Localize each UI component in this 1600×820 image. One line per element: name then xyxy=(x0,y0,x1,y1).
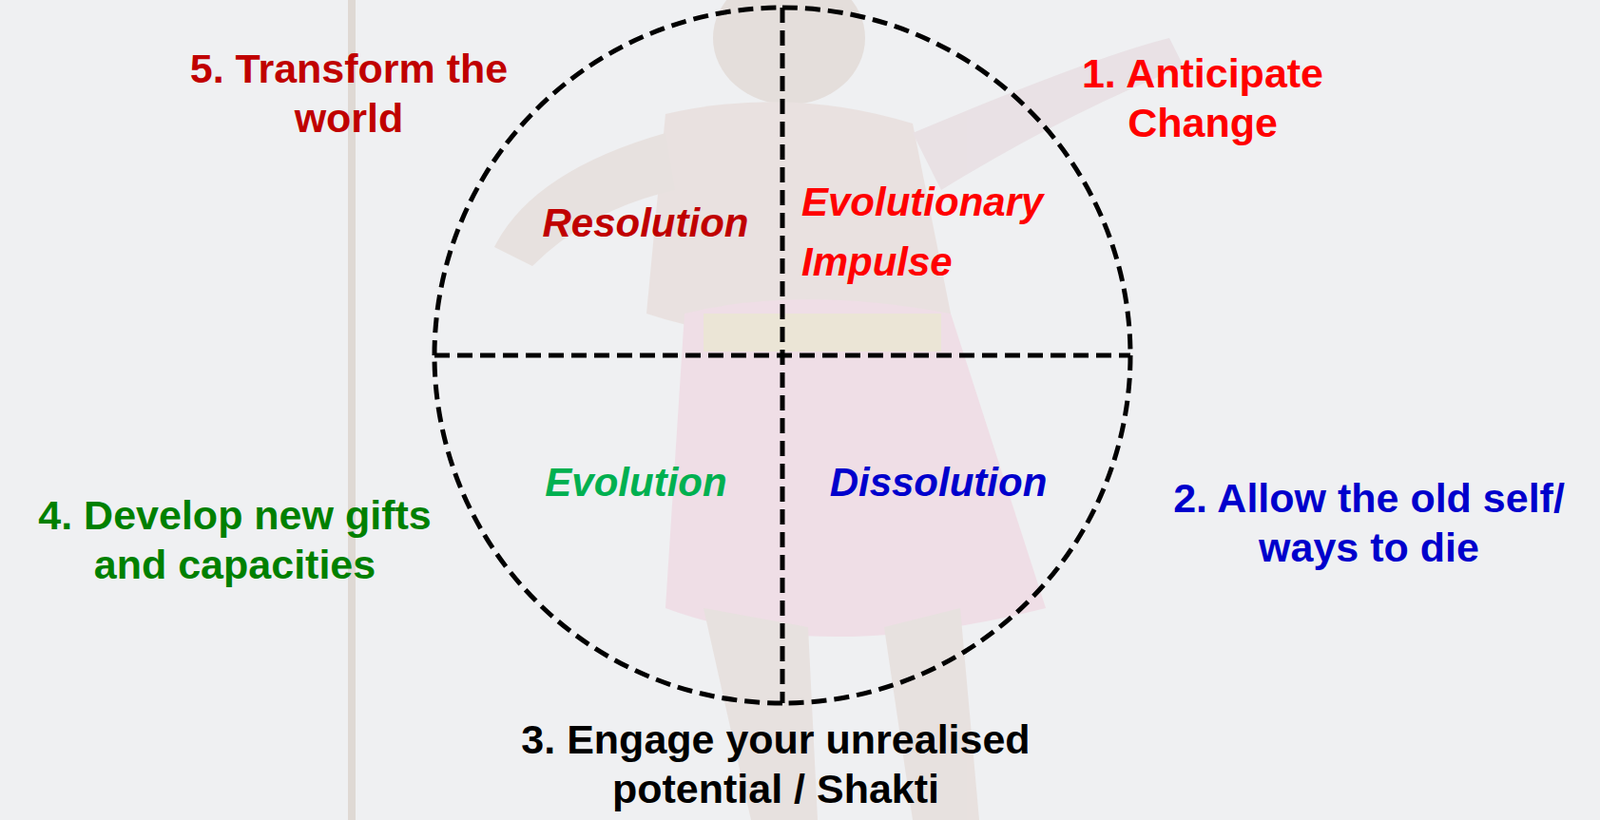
quadrant-label: Evolution xyxy=(526,452,746,513)
sector-outline xyxy=(434,355,783,704)
step-label-box: 5. Transform the world xyxy=(168,44,530,143)
step-label: 1. Anticipate Change xyxy=(1064,49,1341,148)
step-label: 2. Allow the old self/ ways to die xyxy=(1152,474,1586,573)
quadrant-label: Resolution xyxy=(521,192,770,253)
dashed-arc xyxy=(782,7,1131,356)
figure-watermark xyxy=(347,0,1184,820)
sector-label-box: Resolution xyxy=(521,192,770,253)
quadrant-label: Evolutionary Impulse xyxy=(801,172,1078,292)
step-label: 3. Engage your unrealised potential / Sh… xyxy=(495,715,1057,814)
sector-outline xyxy=(782,355,1131,704)
quadrant-label: Dissolution xyxy=(814,452,1062,513)
sector-label-box: Evolutionary Impulse xyxy=(801,172,1078,292)
dashed-arc xyxy=(434,355,783,704)
dashed-arc xyxy=(782,355,1131,704)
sector-label-box: Dissolution xyxy=(814,452,1062,513)
step-label-box: 4. Develop new gifts and capacities xyxy=(25,491,444,590)
quadrant-sector: Evolution xyxy=(434,355,783,704)
step-label-box: 3. Engage your unrealised potential / Sh… xyxy=(495,715,1057,814)
quadrant-sector: Evolutionary Impulse xyxy=(782,7,1131,356)
divider-line xyxy=(434,353,1131,359)
step-label-box: 1. Anticipate Change xyxy=(1064,49,1341,148)
step-label: 5. Transform the world xyxy=(168,44,530,143)
step-label-box: 2. Allow the old self/ ways to die xyxy=(1152,474,1586,573)
step-label: 4. Develop new gifts and capacities xyxy=(25,491,444,590)
sector-label-box: Evolution xyxy=(526,452,746,513)
quadrant-sector: Dissolution xyxy=(782,355,1131,704)
